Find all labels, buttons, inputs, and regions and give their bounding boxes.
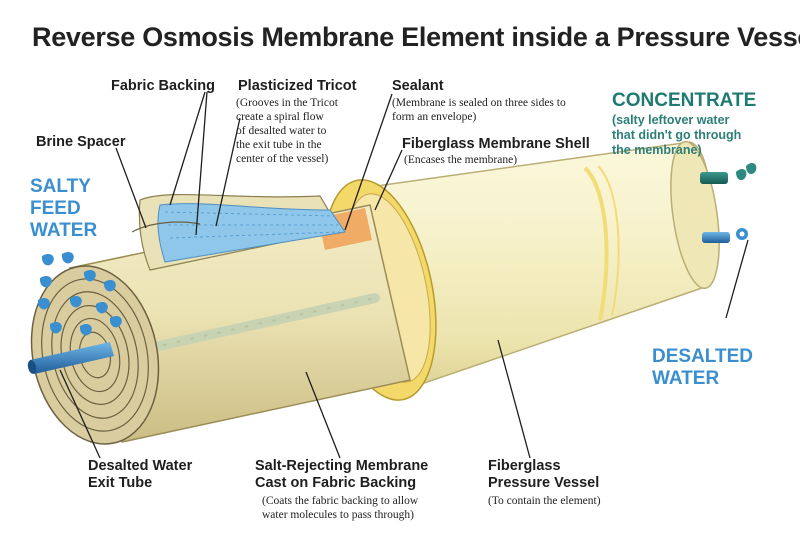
feed-water-drops <box>37 251 122 336</box>
label-brine-spacer: Brine Spacer <box>36 134 126 150</box>
note-salt-rejecting-membrane: (Coats the fabric backing to allow water… <box>262 495 419 521</box>
note-fiberglass-pressure-vessel: (To contain the element) <box>488 495 601 507</box>
note-plasticized-tricot: (Grooves in the Tricot create a spiral f… <box>236 97 338 165</box>
label-salt-rejecting-membrane: Salt-Rejecting Membrane Cast on Fabric B… <box>255 458 429 491</box>
desalted-outlet <box>702 228 748 243</box>
label-salty-feed-water: SALTY FEED WATER <box>30 176 98 241</box>
label-fiberglass-pressure-vessel: Fiberglass Pressure Vessel <box>488 458 600 491</box>
note-concentrate: (salty leftover water that didn't go thr… <box>612 113 742 157</box>
label-sealant: Sealant <box>392 78 444 94</box>
label-concentrate: CONCENTRATE <box>612 90 757 111</box>
concentrate-outlet <box>700 163 757 184</box>
label-fiberglass-membrane-shell: Fiberglass Membrane Shell <box>402 136 590 152</box>
peeled-layers <box>131 193 346 271</box>
note-sealant: (Membrane is sealed on three sides to fo… <box>392 97 566 123</box>
label-desalted-water: DESALTED WATER <box>652 346 753 389</box>
label-desalted-water-exit-tube: Desalted Water Exit Tube <box>88 458 193 491</box>
diagram-title: Reverse Osmosis Membrane Element inside … <box>32 22 800 52</box>
label-fabric-backing: Fabric Backing <box>111 78 215 94</box>
note-fiberglass-membrane-shell: (Encases the membrane) <box>404 154 518 166</box>
exit-tube <box>27 342 114 374</box>
label-plasticized-tricot: Plasticized Tricot <box>238 78 357 94</box>
leader-lines <box>59 91 749 459</box>
